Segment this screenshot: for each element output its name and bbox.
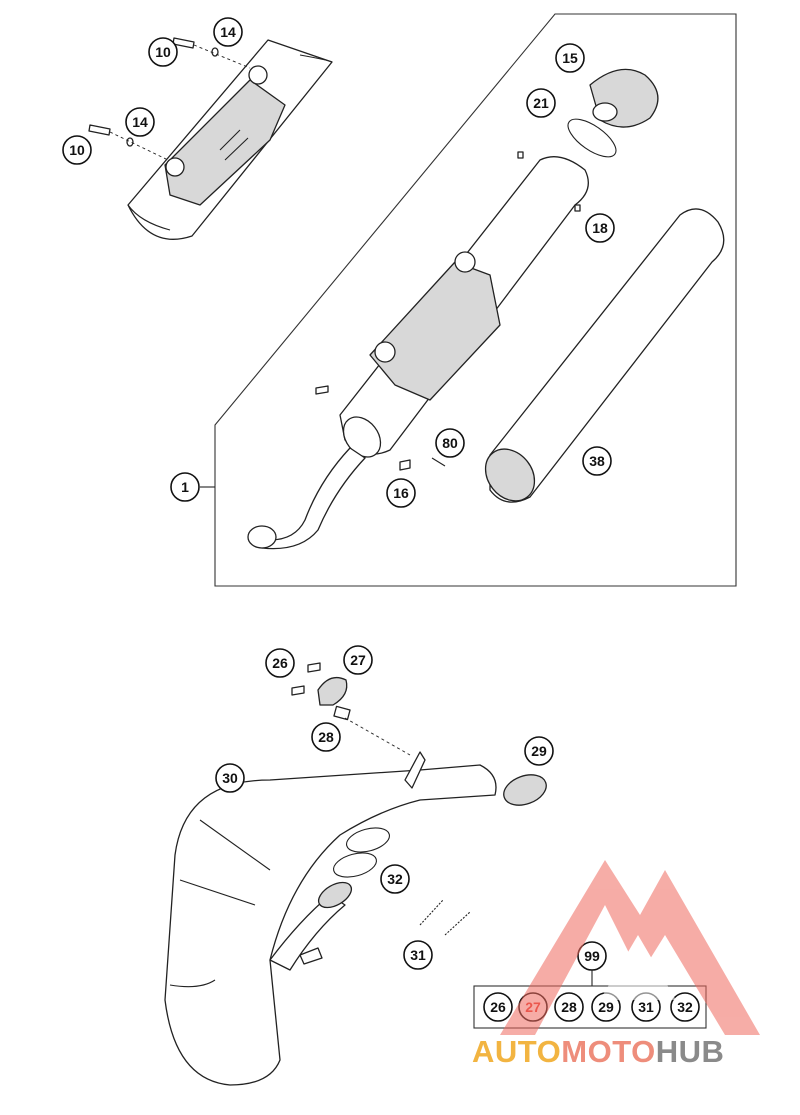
silencer-sleeve xyxy=(484,208,725,503)
callout-21: 21 xyxy=(526,88,556,118)
callout-29: 29 xyxy=(524,736,554,766)
sleeve-end xyxy=(484,448,536,502)
kit-item-26: 26 xyxy=(483,992,513,1022)
screw-26-b xyxy=(291,685,305,696)
end-cap-outlet xyxy=(592,102,618,122)
svg-text:80: 80 xyxy=(442,435,458,451)
screw-16 xyxy=(399,459,411,471)
header-pipe-assembly xyxy=(164,662,547,1086)
svg-text:28: 28 xyxy=(318,729,334,745)
callout-14-upper: 14 xyxy=(213,17,243,47)
pipe-bracket-tab xyxy=(404,751,426,789)
callout-14-lower: 14 xyxy=(125,107,155,137)
screw-26-a xyxy=(307,662,321,673)
sleeve-body xyxy=(489,208,725,503)
callout-18: 18 xyxy=(585,213,615,243)
o-ring xyxy=(567,118,617,158)
kit-item-32: 32 xyxy=(670,992,700,1022)
header-neck xyxy=(269,894,346,971)
callout-30: 30 xyxy=(215,763,245,793)
callout-26: 26 xyxy=(265,648,295,678)
rivet-80 xyxy=(431,457,446,467)
svg-text:27: 27 xyxy=(350,652,366,668)
callout-28: 28 xyxy=(311,722,341,752)
silencer-bracket-mount-lower xyxy=(374,341,396,363)
watermark-text-moto: MOTO xyxy=(561,1034,656,1069)
watermark-text-auto: AUTO xyxy=(472,1034,562,1069)
spring-31-a xyxy=(419,899,444,926)
svg-text:18: 18 xyxy=(592,220,608,236)
svg-text:16: 16 xyxy=(393,485,409,501)
silencer-assembly xyxy=(247,151,589,550)
bracket-27 xyxy=(317,676,348,706)
callout-31: 31 xyxy=(403,940,433,970)
callout-80: 80 xyxy=(435,428,465,458)
rivet-18-a xyxy=(517,151,524,159)
svg-text:26: 26 xyxy=(490,999,506,1015)
svg-text:10: 10 xyxy=(155,44,171,60)
svg-text:38: 38 xyxy=(589,453,605,469)
callout-10-upper: 10 xyxy=(148,37,178,67)
bracket-28 xyxy=(333,705,351,721)
expansion-chamber xyxy=(164,764,497,1086)
header-flange xyxy=(317,881,353,909)
silencer-bracket xyxy=(369,261,501,401)
svg-text:30: 30 xyxy=(222,770,238,786)
o-ring-32-b xyxy=(333,852,377,878)
callout-15: 15 xyxy=(555,43,585,73)
callout-16: 16 xyxy=(386,478,416,508)
kit-item-28: 28 xyxy=(554,992,584,1022)
screw-10-lower xyxy=(88,124,111,136)
callout-99: 99 xyxy=(577,941,607,971)
assembly-frame xyxy=(214,13,737,587)
svg-text:32: 32 xyxy=(677,999,693,1015)
callout-27: 27 xyxy=(343,645,373,675)
svg-text:32: 32 xyxy=(387,871,403,887)
bracket-mount-upper xyxy=(248,65,268,85)
callout-32: 32 xyxy=(380,864,410,894)
spring-31-b xyxy=(444,911,471,936)
o-ring-32-a xyxy=(346,827,390,853)
svg-text:31: 31 xyxy=(410,947,426,963)
svg-text:1: 1 xyxy=(181,479,189,495)
bracket-mount-lower xyxy=(165,157,185,177)
svg-text:14: 14 xyxy=(220,24,236,40)
watermark-text-hub: HUB xyxy=(655,1034,725,1069)
rivet-18-b xyxy=(574,204,581,212)
kit-box xyxy=(473,985,707,1029)
svg-text:10: 10 xyxy=(69,142,85,158)
screw-top xyxy=(315,385,329,395)
svg-text:99: 99 xyxy=(584,948,600,964)
silencer-inlet-flange xyxy=(342,416,382,458)
end-cap-group xyxy=(567,68,659,158)
callout-38: 38 xyxy=(582,446,612,476)
svg-text:29: 29 xyxy=(531,743,547,759)
bracket-detail-view xyxy=(88,37,333,240)
svg-text:28: 28 xyxy=(561,999,577,1015)
callout-10-lower: 10 xyxy=(62,135,92,165)
inlet-pipe xyxy=(261,447,366,550)
header-mount-tab xyxy=(299,947,323,965)
svg-text:29: 29 xyxy=(598,999,614,1015)
callout-1: 1 xyxy=(170,472,200,502)
svg-text:14: 14 xyxy=(132,114,148,130)
svg-text:21: 21 xyxy=(533,95,549,111)
svg-text:15: 15 xyxy=(562,50,578,66)
svg-text:26: 26 xyxy=(272,655,288,671)
watermark-text: AUTOMOTOHUB xyxy=(472,1034,724,1070)
silencer-bracket-mount-upper xyxy=(454,251,476,273)
washer-14-lower xyxy=(126,137,134,147)
inlet-pipe-end xyxy=(247,525,277,549)
rubber-coupling xyxy=(503,774,547,806)
svg-text:31: 31 xyxy=(638,999,654,1015)
watermark-logo xyxy=(500,860,760,1035)
